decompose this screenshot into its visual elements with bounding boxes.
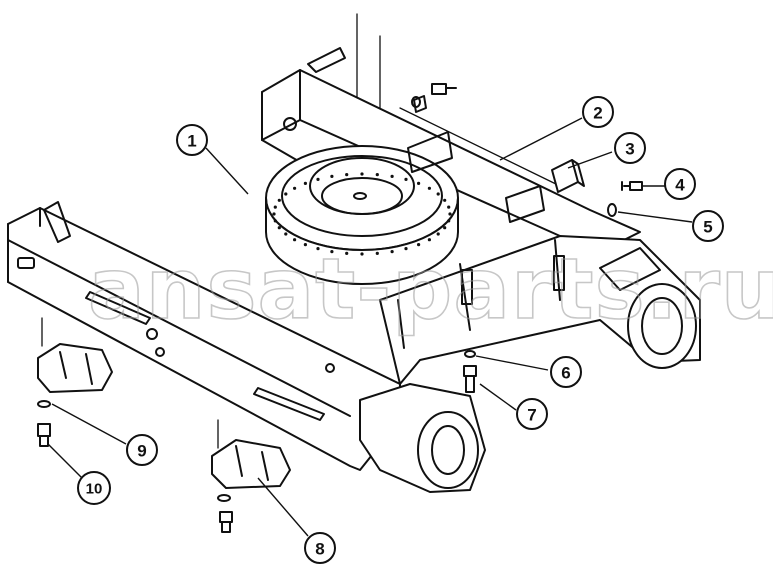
bolt-hole — [427, 238, 431, 242]
bolt-hole — [360, 172, 364, 176]
bolt-hole — [404, 177, 408, 181]
bearing-bolt-holes — [272, 172, 452, 256]
washer-part-6 — [464, 350, 476, 358]
bolt-hole — [375, 251, 379, 255]
bolt-hole — [443, 226, 447, 230]
bolt-hole — [436, 232, 440, 236]
callout-5-label: 5 — [703, 218, 712, 237]
bolt-hole — [436, 192, 440, 196]
bolt-part-7 — [463, 365, 477, 393]
callout-7: 7 — [516, 398, 548, 430]
callout-9-label: 9 — [137, 442, 146, 461]
track-guard-part-8 — [211, 419, 291, 533]
bolt-hole — [404, 247, 408, 251]
callout-1-label: 1 — [187, 132, 196, 151]
bolt-hole — [345, 173, 349, 177]
bolt-hole — [273, 219, 277, 223]
bolt-hole — [303, 181, 307, 185]
callout-1: 1 — [176, 124, 208, 156]
callout-6-label: 6 — [561, 364, 570, 383]
bolt-part-4 — [621, 181, 643, 191]
cross-member-brackets — [407, 95, 545, 223]
bolt-hole — [447, 205, 451, 209]
bolt-hole — [316, 177, 320, 181]
callout-4-label: 4 — [675, 176, 685, 195]
callout-7-label: 7 — [527, 406, 536, 425]
callout-9: 9 — [126, 434, 158, 466]
front-idler-boss — [359, 383, 486, 493]
callout-6: 6 — [550, 356, 582, 388]
bolt-hole — [360, 252, 364, 256]
bolt-hole — [284, 232, 288, 236]
bolt-hole — [277, 226, 281, 230]
callout-2: 2 — [582, 96, 614, 128]
plate-part-3 — [551, 159, 585, 193]
bolt-hole — [375, 173, 379, 177]
loose-bolt-upper — [411, 83, 457, 108]
bolt-hole — [303, 243, 307, 247]
bolt-hole — [448, 212, 452, 216]
bolt-hole — [447, 219, 451, 223]
right-side-frame — [379, 235, 701, 385]
bolt-hole — [390, 250, 394, 254]
washer-part-5 — [607, 203, 617, 217]
bolt-hole — [277, 198, 281, 202]
callout-8-label: 8 — [315, 540, 324, 559]
bolt-hole — [284, 192, 288, 196]
callout-3-label: 3 — [625, 140, 634, 159]
bolt-hole — [330, 174, 334, 178]
track-guard-left — [37, 317, 113, 393]
bolt-hole — [345, 251, 349, 255]
swing-bearing — [265, 145, 459, 285]
callout-3: 3 — [614, 132, 646, 164]
bolt-hole — [427, 186, 431, 190]
callout-4: 4 — [664, 168, 696, 200]
callout-10-label: 10 — [86, 481, 103, 498]
bolt-hole — [390, 174, 394, 178]
bolt-hole — [293, 238, 297, 242]
bolt-hole — [417, 181, 421, 185]
bolt-hole — [293, 186, 297, 190]
leader-lines — [47, 117, 693, 537]
bolt-hole — [443, 198, 447, 202]
right-idler-boss — [599, 247, 697, 369]
bolt-part-10 — [37, 423, 51, 447]
callout-10: 10 — [77, 471, 111, 505]
bolt-hole — [417, 243, 421, 247]
washer-part-9 — [37, 400, 51, 408]
bolt-hole — [272, 212, 276, 216]
callout-5: 5 — [692, 210, 724, 242]
watermark-text: ansat-parts.ru — [88, 240, 773, 338]
bolt-hole — [330, 250, 334, 254]
bolt-hole — [273, 205, 277, 209]
callout-2-label: 2 — [593, 104, 602, 123]
callout-8: 8 — [304, 532, 336, 564]
bolt-hole — [316, 247, 320, 251]
